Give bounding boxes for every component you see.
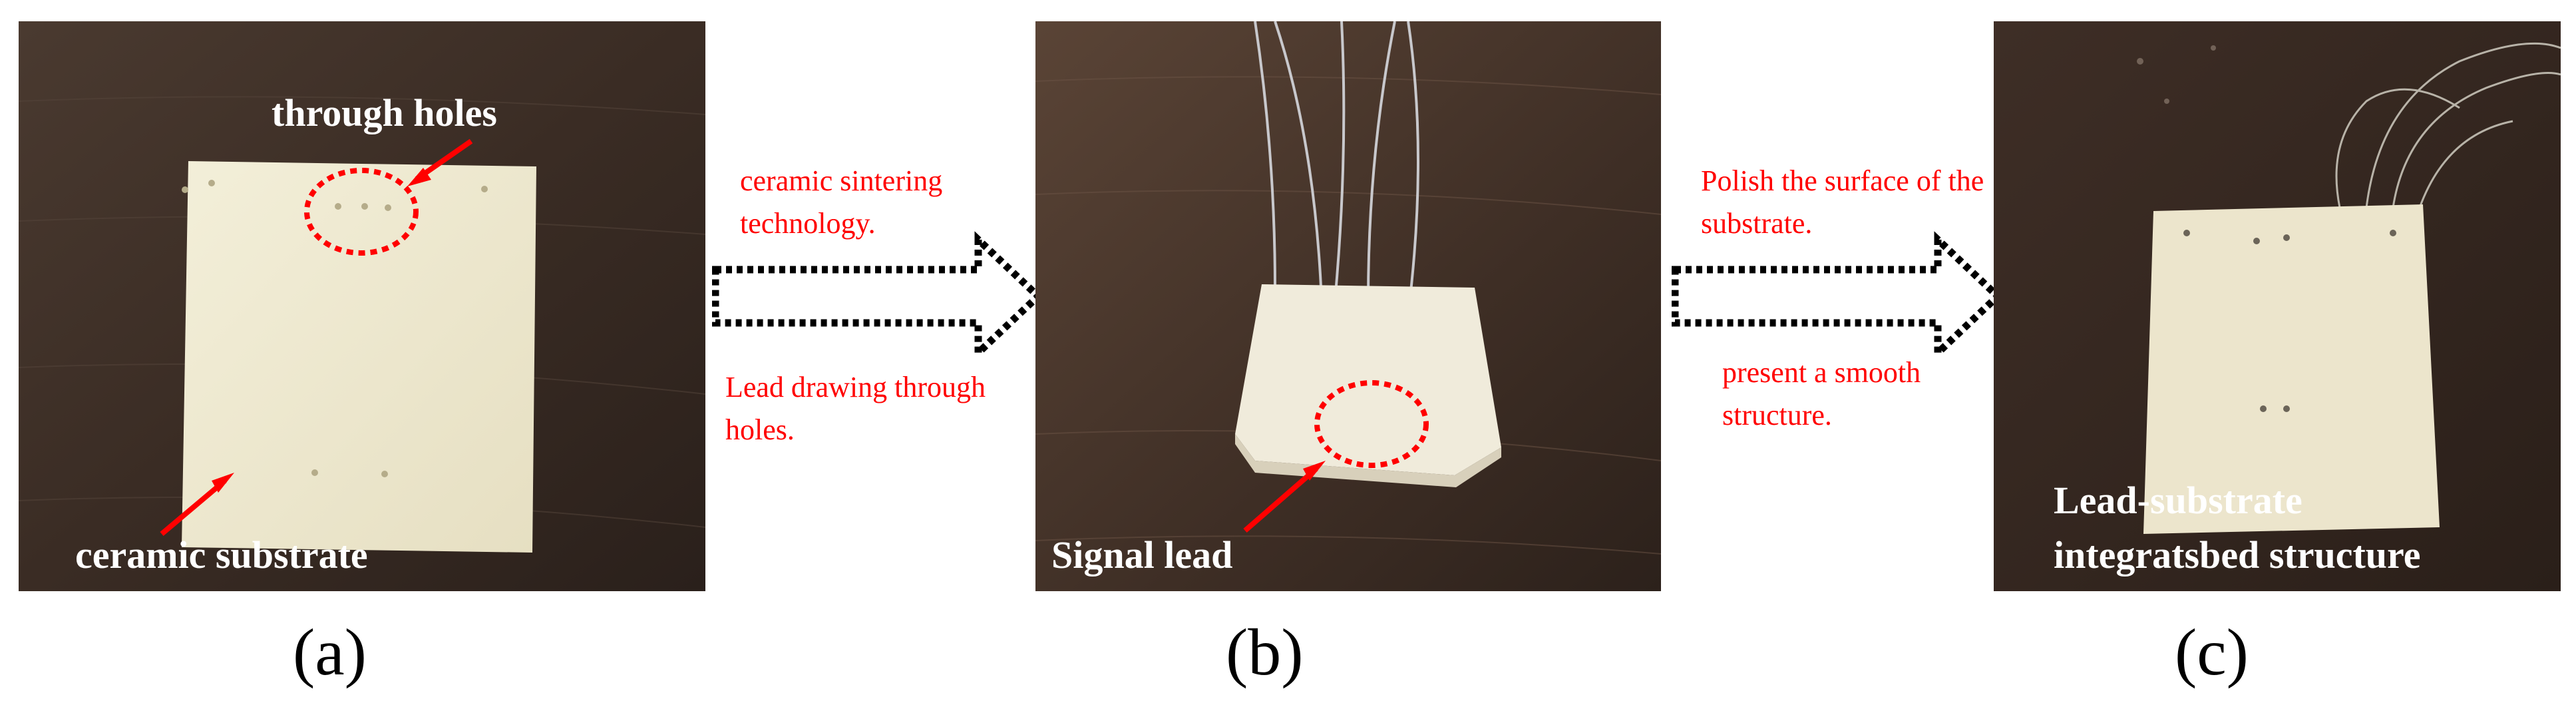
ceramic-plate: [182, 161, 536, 553]
panel-label-c: (c): [2175, 615, 2249, 689]
through-holes-arrow: [407, 138, 473, 186]
ceramic-substrate-arrow: [160, 473, 234, 537]
photo-c-graphic: [1994, 21, 2561, 591]
panel-label-a: (a): [293, 615, 367, 689]
ceramic-square: [2143, 204, 2440, 534]
ceramic-block-edge: [1235, 434, 1501, 487]
through-holes-label: through holes: [272, 91, 497, 134]
plate-holes: [182, 180, 488, 477]
photo-integrated-structure: Lead-substrate integratsbed structure: [1994, 21, 2561, 591]
signal-lead-circle: [1314, 380, 1429, 468]
arrow2-bottom-text: present a smooth structure.: [1722, 356, 1921, 431]
lead-wires: [2335, 42, 2561, 208]
through-holes-circle: [304, 168, 419, 256]
panel-label-b: (b): [1226, 615, 1304, 689]
integrated-structure-label-line2: integratsbed structure: [2054, 533, 2421, 577]
photo-b-graphic: [1035, 21, 1661, 591]
photo-ceramic-substrate: through holes ceramic substrate: [19, 21, 705, 591]
arrow1-top-text: ceramic sintering technology.: [740, 164, 943, 240]
integrated-structure-label-line1: Lead-substrate: [2054, 479, 2302, 522]
lead-points: [2183, 230, 2396, 412]
ceramic-substrate-label: ceramic substrate: [75, 533, 368, 577]
signal-lead-label: Signal lead: [1051, 533, 1233, 577]
signal-lead-arrow: [1243, 461, 1326, 533]
arrow1-bottom-text: Lead drawing through holes.: [725, 371, 986, 446]
process-arrow-1: [712, 231, 1044, 361]
ceramic-block: [1235, 284, 1501, 475]
arrow2-top-text: Polish the surface of the substrate.: [1701, 164, 1984, 240]
photo-signal-lead: Signal lead: [1035, 21, 1661, 591]
process-arrow-2: [1672, 231, 2004, 361]
photo-a-graphic: [19, 21, 705, 591]
